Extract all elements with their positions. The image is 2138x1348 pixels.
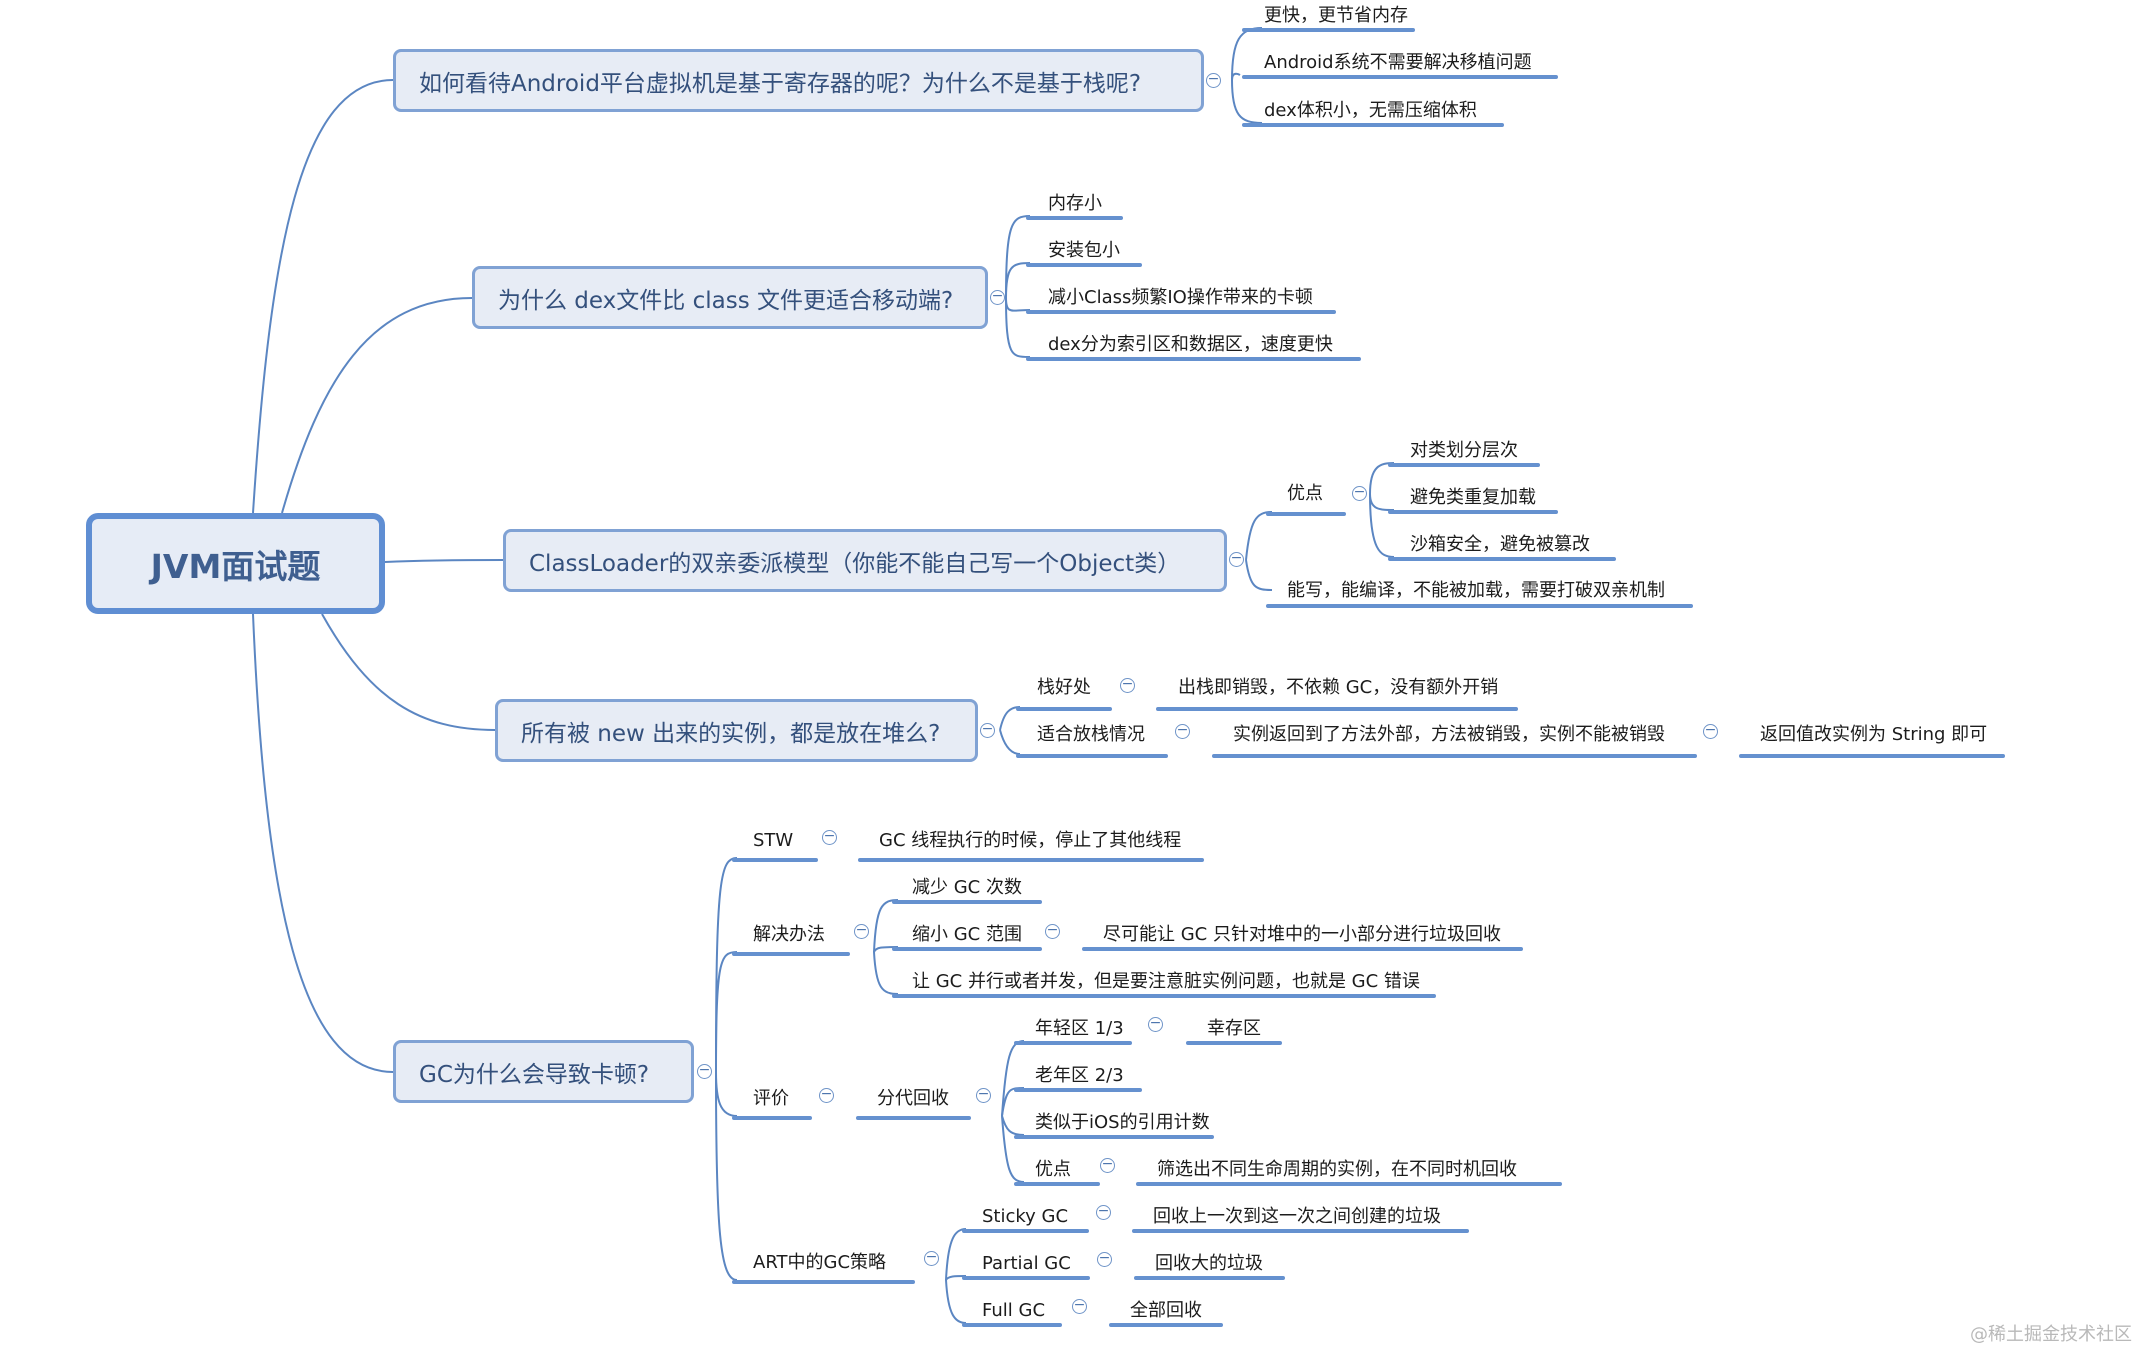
leaf-t4-fix: 返回值改实例为 String 即可 <box>1760 724 1988 745</box>
leaf-t3-pro-3: 沙箱安全，避免被篡改 <box>1410 534 1590 555</box>
collapse-toggle-icon[interactable]: − <box>1100 1156 1115 1173</box>
leaf-t5-gen-pros: 筛选出不同生命周期的实例，在不同时机回收 <box>1157 1159 1517 1180</box>
leaf-t5-sol-3: 让 GC 并行或者并发，但是要注意脏实例问题，也就是 GC 错误 <box>912 971 1420 992</box>
t5-art-label: ART中的GC策略 <box>753 1252 887 1273</box>
root-topic[interactable]: JVM面试题 <box>86 513 385 614</box>
leaf-t2-2: 安装包小 <box>1048 240 1120 261</box>
leaf-t1-3: dex体积小，无需压缩体积 <box>1264 100 1477 121</box>
topic-heap-or-stack[interactable]: 所有被 new 出来的实例，都是放在堆么? <box>495 699 978 762</box>
topic-gc-jank[interactable]: GC为什么会导致卡顿? <box>393 1040 694 1103</box>
leaf-t1-2: Android系统不需要解决移植问题 <box>1264 52 1532 73</box>
t5-solution-label: 解决办法 <box>753 924 825 945</box>
leaf-t5-ios: 类似于iOS的引用计数 <box>1035 1112 1210 1133</box>
leaf-t5-sol-1: 减少 GC 次数 <box>912 877 1022 898</box>
collapse-toggle-icon[interactable]: − <box>1206 71 1221 88</box>
topic-classloader[interactable]: ClassLoader的双亲委派模型（你能不能自己写一个Object类） <box>503 529 1227 592</box>
leaf-t1-1: 更快，更节省内存 <box>1264 5 1408 26</box>
collapse-toggle-icon[interactable]: − <box>1148 1015 1163 1032</box>
leaf-t4-stack: 出栈即销毁，不依赖 GC，没有额外开销 <box>1178 677 1499 698</box>
leaf-t4-fit: 实例返回到了方法外部，方法被销毁，实例不能被销毁 <box>1233 724 1665 745</box>
collapse-toggle-icon[interactable]: − <box>854 922 869 939</box>
collapse-toggle-icon[interactable]: − <box>1229 550 1244 567</box>
leaf-t5-young: 年轻区 1/3 <box>1035 1018 1124 1039</box>
t5-gen-pros-label: 优点 <box>1035 1159 1071 1180</box>
leaf-t2-1: 内存小 <box>1048 193 1102 214</box>
leaf-t5-full-text: 全部回收 <box>1130 1300 1202 1321</box>
topic-dex-vs-class[interactable]: 为什么 dex文件比 class 文件更适合移动端? <box>472 266 988 329</box>
collapse-toggle-icon[interactable]: − <box>697 1062 712 1079</box>
t5-eval-label: 评价 <box>753 1088 789 1109</box>
leaf-t5-survivor: 幸存区 <box>1207 1018 1261 1039</box>
leaf-t3-extra: 能写，能编译，不能被加载，需要打破双亲机制 <box>1287 580 1665 601</box>
collapse-toggle-icon[interactable]: − <box>819 1086 834 1103</box>
watermark: @稀土掘金技术社区 <box>1970 1324 2132 1345</box>
collapse-toggle-icon[interactable]: − <box>924 1249 939 1266</box>
leaf-t2-3: 减小Class频繁IO操作带来的卡顿 <box>1048 287 1313 308</box>
collapse-toggle-icon[interactable]: − <box>1045 922 1060 939</box>
leaf-t5-sol-2: 缩小 GC 范围 <box>912 924 1022 945</box>
collapse-toggle-icon[interactable]: − <box>980 721 995 738</box>
leaf-t5-sticky-text: 回收上一次到这一次之间创建的垃圾 <box>1153 1206 1441 1227</box>
t3-pros-label: 优点 <box>1287 483 1323 504</box>
leaf-t3-pro-1: 对类划分层次 <box>1410 440 1518 461</box>
leaf-t5-full: Full GC <box>982 1300 1046 1321</box>
leaf-t5-old: 老年区 2/3 <box>1035 1065 1124 1086</box>
t5-generational-label: 分代回收 <box>877 1088 949 1109</box>
collapse-toggle-icon[interactable]: − <box>990 288 1005 305</box>
collapse-toggle-icon[interactable]: − <box>1703 722 1718 739</box>
leaf-t2-4: dex分为索引区和数据区，速度更快 <box>1048 334 1333 355</box>
leaf-t5-partial-text: 回收大的垃圾 <box>1155 1253 1263 1274</box>
collapse-toggle-icon[interactable]: − <box>1175 722 1190 739</box>
leaf-t5-stw: GC 线程执行的时候，停止了其他线程 <box>879 830 1182 851</box>
collapse-toggle-icon[interactable]: − <box>976 1086 991 1103</box>
t5-stw-label: STW <box>753 830 794 851</box>
t4-fit-label: 适合放栈情况 <box>1037 724 1145 745</box>
collapse-toggle-icon[interactable]: − <box>1097 1250 1112 1267</box>
topic-register-vm[interactable]: 如何看待Android平台虚拟机是基于寄存器的呢？为什么不是基于栈呢? <box>393 49 1204 112</box>
collapse-toggle-icon[interactable]: − <box>1120 676 1135 693</box>
leaf-t5-partial: Partial GC <box>982 1253 1071 1274</box>
leaf-t5-sticky: Sticky GC <box>982 1206 1069 1227</box>
t4-stack-label: 栈好处 <box>1037 677 1091 698</box>
collapse-toggle-icon[interactable]: − <box>822 828 837 845</box>
collapse-toggle-icon[interactable]: − <box>1096 1203 1111 1220</box>
leaf-t5-sol-2-detail: 尽可能让 GC 只针对堆中的一小部分进行垃圾回收 <box>1103 924 1501 945</box>
leaf-t3-pro-2: 避免类重复加载 <box>1410 487 1536 508</box>
collapse-toggle-icon[interactable]: − <box>1072 1297 1087 1314</box>
collapse-toggle-icon[interactable]: − <box>1352 484 1367 501</box>
